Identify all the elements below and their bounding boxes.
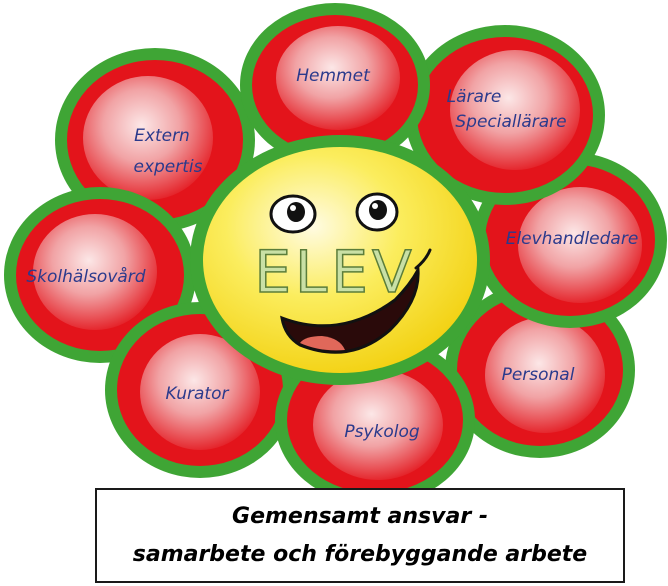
petal-skolhalsovard: Skolhälsovård xyxy=(4,187,196,363)
petal-label-kurator: Kurator xyxy=(166,384,230,404)
petal-label-elevhandledare: Elevhandledare xyxy=(506,229,639,249)
petal-label-skolhalsovard: Skolhälsovård xyxy=(26,266,145,287)
petal-hemmet: Hemmet xyxy=(240,3,430,167)
petal-label-expertis: expertis xyxy=(133,157,202,177)
center-label-elev: ELEV xyxy=(254,238,415,306)
petal-label-hemmet: Hemmet xyxy=(296,66,371,86)
left-eye xyxy=(269,194,317,234)
petal-label-psykolog: Psykolog xyxy=(344,422,420,442)
petal-larare: Lärare Speciallärare xyxy=(405,25,605,205)
right-eye xyxy=(355,192,399,232)
smile-mouth xyxy=(280,248,432,354)
caption-box: Gemensamt ansvar - samarbete och förebyg… xyxy=(95,488,625,583)
caption-line-2: samarbete och förebyggande arbete xyxy=(132,541,588,567)
petal-extern-expertis: Extern expertis xyxy=(55,48,255,232)
petal-label-larare-1: Lärare xyxy=(447,87,502,107)
petal-label-larare-2: Speciallärare xyxy=(455,112,566,132)
flower-diagram: Personal Elevhandledare Lärare Speciallä… xyxy=(4,3,667,490)
petal-label-extern: Extern xyxy=(134,126,190,146)
center-face: ELEV xyxy=(190,135,490,385)
petal-label-personal: Personal xyxy=(502,365,575,385)
caption-line-1: Gemensamt ansvar - xyxy=(232,504,488,530)
